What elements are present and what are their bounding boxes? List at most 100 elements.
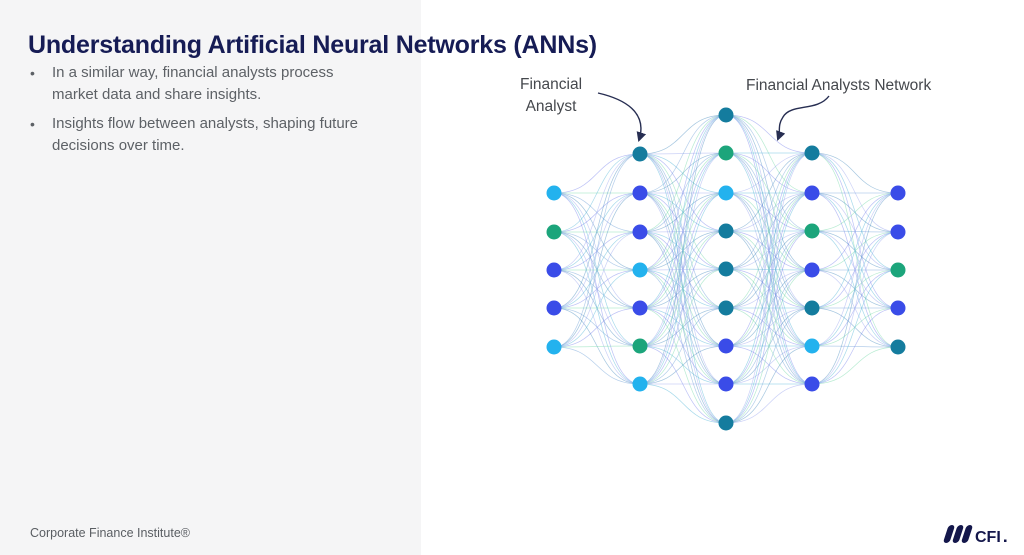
network-edge: [725, 192, 813, 424]
network-edge: [553, 153, 641, 309]
network-node: [632, 224, 648, 240]
network-edge: [725, 152, 813, 270]
network-node: [804, 300, 820, 316]
network-edge: [811, 192, 899, 347]
list-item: • In a similar way, financial analysts p…: [30, 62, 370, 106]
cfi-logo-bars-icon: [943, 525, 973, 543]
network-edge: [639, 230, 727, 385]
network-edge: [553, 307, 641, 347]
network-node: [546, 300, 562, 316]
network-edge: [811, 346, 899, 385]
network-edge: [811, 152, 899, 194]
network-edge: [811, 152, 899, 309]
network-node: [632, 146, 648, 162]
network-edge: [811, 192, 899, 309]
network-edge: [553, 153, 641, 348]
network-edge: [553, 345, 641, 348]
network-edge: [553, 231, 641, 348]
network-edge: [725, 152, 813, 424]
cfi-logo-text: CFI: [975, 529, 1001, 546]
analysts-network-label: Financial Analysts Network: [746, 77, 932, 94]
network-edge: [725, 269, 813, 424]
network-edge: [811, 307, 899, 385]
network-edge: [553, 269, 641, 348]
network-edge: [639, 114, 727, 155]
network-node: [718, 107, 734, 123]
page-title: Understanding Artificial Neural Networks…: [28, 30, 597, 59]
network-edge: [639, 345, 727, 385]
network-edge: [811, 192, 899, 232]
network-node: [718, 261, 734, 277]
network-node: [890, 224, 906, 240]
network-node: [546, 262, 562, 278]
network-edge: [811, 152, 899, 233]
network-edge: [639, 383, 727, 424]
network-edge: [639, 114, 727, 271]
network-nodes: [546, 107, 906, 431]
network-node: [718, 185, 734, 201]
network-edge: [639, 307, 727, 424]
network-node: [718, 300, 734, 316]
network-edge: [639, 114, 727, 194]
network-pointer-arrow: [776, 95, 830, 141]
left-content-panel: [0, 0, 421, 555]
analyst-pointer-arrow: [597, 92, 647, 142]
network-node: [718, 145, 734, 161]
network-edge: [553, 307, 641, 385]
network-edge: [811, 231, 899, 385]
network-edge: [553, 153, 641, 194]
network-edge: [811, 152, 899, 271]
network-node: [718, 338, 734, 354]
network-edge: [639, 345, 727, 424]
network-edge: [639, 192, 727, 385]
network-edge: [639, 114, 727, 309]
network-edge: [639, 307, 727, 385]
network-node: [804, 338, 820, 354]
network-edge: [811, 192, 899, 233]
network-edges: [553, 114, 899, 424]
network-node: [546, 339, 562, 355]
network-edge: [639, 114, 727, 233]
network-edge: [725, 114, 813, 154]
network-edge: [553, 153, 641, 271]
network-node: [632, 338, 648, 354]
network-edge: [811, 269, 899, 385]
bullet-icon: •: [30, 116, 35, 132]
bullet-text: Insights flow between analysts, shaping …: [52, 115, 359, 154]
network-node: [546, 224, 562, 240]
network-node: [890, 262, 906, 278]
network-node: [804, 185, 820, 201]
network-edge: [639, 114, 727, 347]
list-item: • Insights flow between analysts, shapin…: [30, 113, 370, 157]
network-edge: [725, 383, 813, 424]
network-node: [890, 185, 906, 201]
network-edge: [725, 152, 813, 385]
cfi-logo: CFI: [943, 525, 1007, 546]
financial-analyst-label-line1: Financial: [519, 76, 583, 93]
network-node: [890, 300, 906, 316]
financial-analyst-label-line2: Analyst: [525, 98, 577, 115]
network-edge: [553, 307, 641, 348]
network-node: [718, 223, 734, 239]
network-edge: [725, 114, 813, 194]
network-node: [804, 223, 820, 239]
bullet-text: In a similar way, financial analysts pro…: [52, 64, 334, 103]
network-edge: [639, 268, 727, 385]
network-node: [546, 185, 562, 201]
network-edge: [725, 152, 813, 347]
network-edge: [553, 192, 641, 348]
network-edge: [811, 192, 899, 271]
network-edge: [725, 345, 813, 424]
cfi-logo-trademark-dot: [1004, 539, 1007, 542]
network-node: [718, 415, 734, 431]
financial-analyst-label: Financial Analyst: [501, 74, 601, 118]
network-node: [632, 185, 648, 201]
network-edge: [725, 152, 813, 232]
network-node: [804, 145, 820, 161]
network-edge: [639, 114, 727, 385]
network-edge: [725, 152, 813, 194]
network-node: [632, 376, 648, 392]
network-node: [632, 262, 648, 278]
